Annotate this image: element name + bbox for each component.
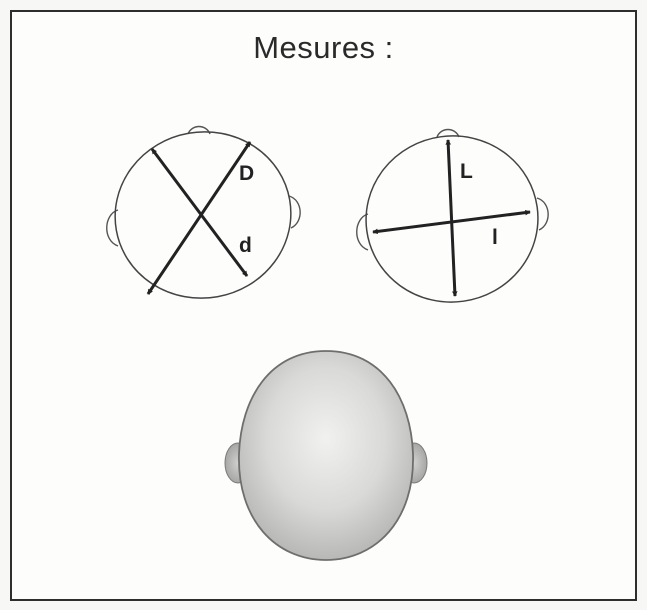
head-outline-diagonals: D d: [106, 125, 301, 299]
shaded-head-illustration: [224, 350, 428, 561]
label-L: L: [460, 160, 473, 183]
diagonal-arrow-d: [146, 141, 252, 295]
right-ear-icon: [288, 195, 301, 229]
right-ear-icon: [536, 197, 549, 231]
head-outline: [365, 135, 539, 303]
width-arrow-l: [372, 209, 531, 235]
figure-title: Mesures :: [253, 30, 394, 65]
head-shape: [238, 350, 414, 561]
label-D: D: [239, 162, 254, 185]
head-outline-axes: L l: [356, 128, 549, 303]
length-arrow-L: [445, 139, 458, 297]
nose-bump-icon: [436, 128, 460, 138]
left-ear-icon: [356, 213, 369, 251]
label-d: d: [239, 234, 252, 257]
label-l: l: [492, 226, 498, 249]
head-outline: [114, 131, 292, 299]
